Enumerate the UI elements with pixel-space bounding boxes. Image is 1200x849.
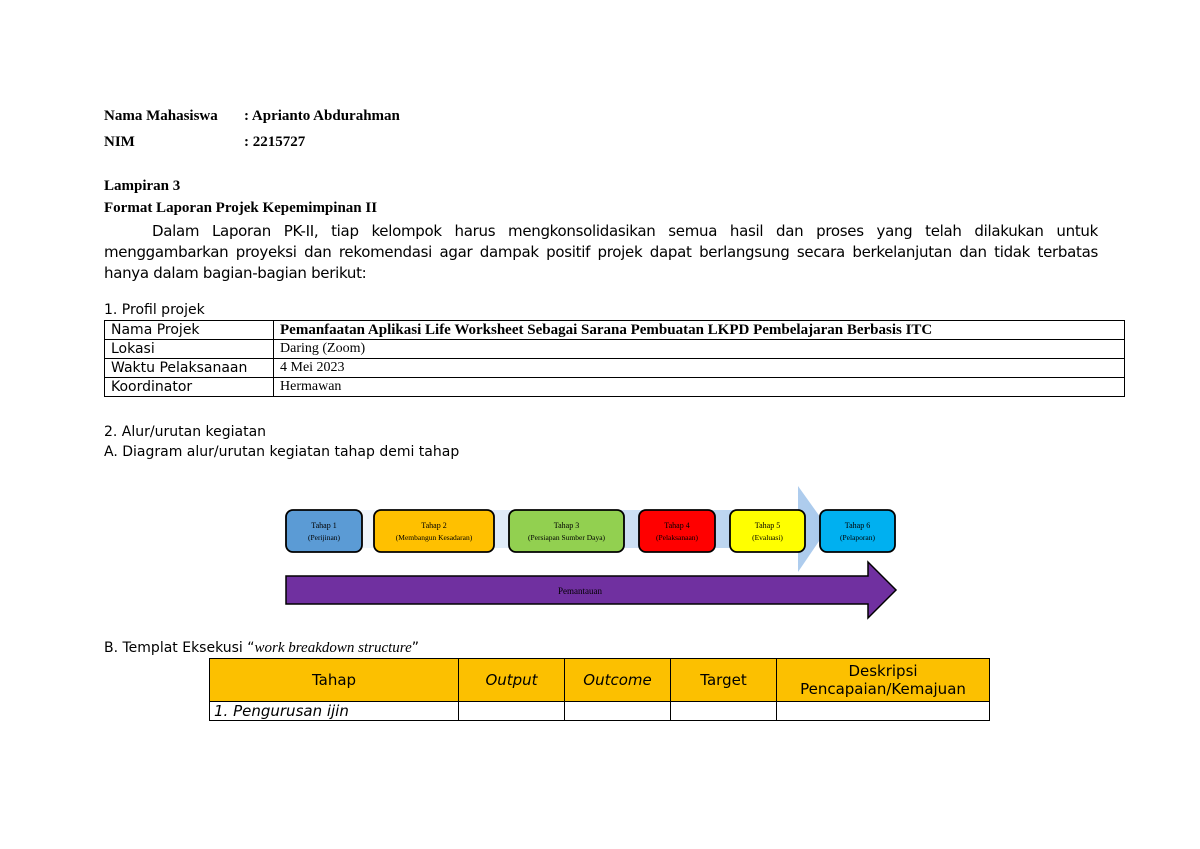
stage-title: Tahap 1 <box>311 521 336 530</box>
stage-desc: (Evaluasi) <box>752 533 783 542</box>
profile-value: Daring (Zoom) <box>273 339 1125 359</box>
sub-b-italic: work breakdown structure <box>254 640 412 656</box>
wbs-cell <box>776 701 990 721</box>
report-title: Format Laporan Projek Kepemimpinan II <box>104 200 378 216</box>
deskripsi-line2: Pencapaian/Kemajuan <box>800 680 966 698</box>
stage-desc: (Membangun Kesadaran) <box>396 533 473 542</box>
table-row: Koordinator Hermawan <box>104 377 1125 397</box>
stage-rect <box>729 509 806 553</box>
section2-heading: 2. Alur/urutan kegiatan <box>104 424 267 440</box>
wbs-cell-tahap: 1. Pengurusan ijin <box>209 701 459 721</box>
student-name-label: Nama Mahasiswa <box>104 108 218 124</box>
column-header-tahap: Tahap <box>209 658 459 702</box>
profile-value: Hermawan <box>273 377 1125 397</box>
attachment-title: Lampiran 3 <box>104 178 181 194</box>
section1-heading: 1. Profil projek <box>104 302 205 318</box>
stage-title: Tahap 4 <box>664 521 689 530</box>
stage-box: Tahap 2 (Membangun Kesadaran) <box>373 509 495 553</box>
stage-title: Tahap 2 <box>421 521 446 530</box>
table-row: Lokasi Daring (Zoom) <box>104 339 1125 359</box>
wbs-table: Tahap Output Outcome Target Deskripsi Pe… <box>209 658 990 721</box>
student-name-value: : Aprianto Abdurahman <box>244 108 400 124</box>
stage-box: Tahap 3 (Persiapan Sumber Daya) <box>508 509 625 553</box>
sub-b-suffix: ” <box>411 640 420 656</box>
profile-table: Nama Projek Pemanfaatan Aplikasi Life Wo… <box>104 320 1125 397</box>
wbs-cell <box>458 701 565 721</box>
column-header-output: Output <box>458 658 565 702</box>
nim-label: NIM <box>104 134 135 150</box>
stage-box: Tahap 5 (Evaluasi) <box>729 509 806 553</box>
profile-label: Nama Projek <box>104 320 274 340</box>
flow-diagram: Tahap 1 (Perijinan) Tahap 2 (Membangun Kesa… <box>285 486 898 620</box>
column-header-deskripsi: Deskripsi Pencapaian/Kemajuan <box>776 658 990 702</box>
column-header-target: Target <box>670 658 777 702</box>
wbs-cell <box>670 701 777 721</box>
stage-box: Tahap 1 (Perijinan) <box>285 509 363 553</box>
table-row: Waktu Pelaksanaan 4 Mei 2023 <box>104 358 1125 378</box>
stage-rect <box>508 509 625 553</box>
stage-title: Tahap 6 <box>845 521 870 530</box>
stage-desc: (Pelaporan) <box>840 533 875 542</box>
profile-label: Lokasi <box>104 339 274 359</box>
table-row: 1. Pengurusan ijin <box>209 701 990 721</box>
stage-box: Tahap 4 (Pelaksanaan) <box>638 509 716 553</box>
nim-value: : 2215727 <box>244 134 306 150</box>
intro-paragraph: Dalam Laporan PK-II, tiap kelompok harus… <box>104 222 1098 282</box>
column-header-outcome: Outcome <box>564 658 671 702</box>
profile-value: 4 Mei 2023 <box>273 358 1125 378</box>
stage-rect <box>819 509 896 553</box>
monitoring-label: Pemantauan <box>558 586 602 596</box>
stage-desc: (Pelaksanaan) <box>656 533 699 542</box>
profile-label: Waktu Pelaksanaan <box>104 358 274 378</box>
stage-box: Tahap 6 (Pelaporan) <box>819 509 896 553</box>
stage-rect <box>285 509 363 553</box>
section2-sub-b: B. Templat Eksekusi “work breakdown stru… <box>104 640 419 657</box>
profile-value: Pemanfaatan Aplikasi Life Worksheet Seba… <box>273 320 1125 340</box>
stage-title: Tahap 3 <box>554 521 579 530</box>
deskripsi-line1: Deskripsi <box>848 662 918 680</box>
sub-b-prefix: B. Templat Eksekusi “ <box>104 640 255 656</box>
table-header-row: Tahap Output Outcome Target Deskripsi Pe… <box>209 658 990 702</box>
profile-label: Koordinator <box>104 377 274 397</box>
table-row: Nama Projek Pemanfaatan Aplikasi Life Wo… <box>104 320 1125 340</box>
section2-sub-a: A. Diagram alur/urutan kegiatan tahap de… <box>104 444 460 460</box>
stage-rect <box>638 509 716 553</box>
monitoring-arrow <box>285 560 898 620</box>
stage-desc: (Persiapan Sumber Daya) <box>528 533 606 542</box>
wbs-cell <box>564 701 671 721</box>
stage-desc: (Perijinan) <box>308 533 341 542</box>
stage-rect <box>373 509 495 553</box>
stage-title: Tahap 5 <box>755 521 780 530</box>
